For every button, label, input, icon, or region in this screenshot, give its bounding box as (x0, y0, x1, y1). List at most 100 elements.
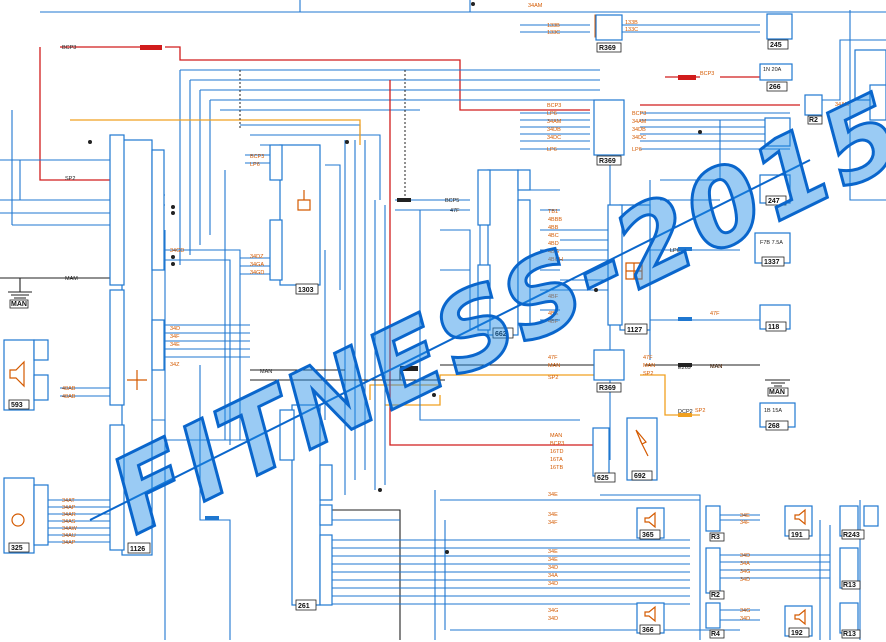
lamp-icon (635, 429, 649, 457)
svg-text:SP2: SP2 (643, 371, 653, 377)
ref-325: 325 (11, 545, 23, 552)
speaker-icon-191 (794, 508, 806, 526)
connector-325-a (33, 484, 49, 546)
relay-r13-b (839, 602, 859, 634)
svg-text:34AM: 34AM (547, 119, 562, 125)
connector-blue-2 (678, 317, 692, 321)
svg-text:34D: 34D (740, 577, 750, 583)
relay-r243-b (863, 505, 879, 527)
component-593 (3, 339, 35, 411)
speaker-icon-365 (644, 511, 656, 529)
svg-text:34AM: 34AM (835, 102, 850, 108)
heated-window-icon (625, 262, 643, 280)
relay-r369-b (593, 99, 625, 156)
svg-text:34AP: 34AP (62, 505, 76, 511)
window-motor-icon (297, 190, 311, 211)
ref-r13-a: R13 (843, 582, 856, 589)
svg-text:16TB: 16TB (550, 465, 563, 471)
ref-r369-a: R369 (599, 45, 616, 52)
signal-bcp5: BCP5 (445, 198, 459, 204)
ref-r3: R3 (711, 534, 720, 541)
svg-text:34F: 34F (170, 334, 180, 340)
star-icon (127, 370, 147, 390)
svg-text:34AP: 34AP (62, 540, 76, 546)
signal-bcp3: BCP3 (62, 45, 76, 51)
sensor-icon (11, 513, 25, 527)
components: 1126 1303 662 1127 261 R369 (3, 13, 886, 639)
svg-text:4BE: 4BE (548, 311, 559, 317)
ref-692: 692 (634, 473, 646, 480)
svg-text:34D: 34D (740, 553, 750, 559)
signal-sp2: SP2 (65, 176, 75, 182)
relay-r369-a (595, 14, 623, 41)
connector-red-2 (678, 75, 696, 80)
svg-text:34E: 34E (170, 342, 180, 348)
svg-text:34A: 34A (740, 561, 750, 567)
component-right-mid (764, 117, 791, 147)
svg-text:34AT: 34AT (62, 498, 75, 504)
connector-1303-a (269, 144, 283, 181)
svg-text:16TA: 16TA (550, 457, 563, 463)
svg-text:34DC: 34DC (632, 135, 646, 141)
svg-text:48AB: 48AB (62, 386, 76, 392)
signal-tags: BCP3 SP2 MAM BCP5 47F LP6 MAN CY E269 DC… (62, 45, 722, 415)
svg-text:MAN: MAN (550, 433, 562, 439)
speaker-icon (9, 360, 25, 388)
ref-593: 593 (11, 402, 23, 409)
connector-662-c (517, 169, 531, 191)
signal-man: MAN (260, 369, 272, 375)
signal-dcp2: DCP2 (678, 409, 693, 415)
svg-text:34G: 34G (548, 608, 558, 614)
ref-1303: 1303 (298, 287, 314, 294)
grounds: MAN MAN (8, 291, 789, 397)
connector-black-2 (400, 366, 418, 371)
signal-lp6: LP6 (670, 248, 680, 254)
svg-text:BCP3: BCP3 (550, 441, 564, 447)
svg-text:34D: 34D (548, 565, 558, 571)
ref-1126: 1126 (130, 546, 145, 553)
connector-1126-b (109, 289, 125, 406)
svg-text:4BD: 4BD (548, 241, 559, 247)
svg-text:4BB: 4BB (548, 225, 559, 231)
svg-text:4BF: 4BF (548, 294, 559, 300)
connector-1126-d (151, 149, 165, 271)
ground-left-label: MAN (11, 301, 27, 308)
svg-text:34GA: 34GA (250, 262, 264, 268)
relay-r2-top (804, 94, 823, 116)
svg-text:BCP3: BCP3 (547, 103, 561, 109)
svg-text:BCP3: BCP3 (250, 154, 264, 160)
connector-593-a (33, 339, 49, 361)
ref-r2-top: R2 (809, 117, 818, 124)
svg-text:47F: 47F (643, 355, 653, 361)
svg-text:MAN: MAN (710, 364, 722, 370)
ref-365: 365 (642, 532, 654, 539)
svg-text:34E: 34E (548, 492, 558, 498)
svg-text:34Z: 34Z (170, 362, 180, 368)
svg-text:LP6: LP6 (547, 147, 557, 153)
svg-text:34AU: 34AU (62, 533, 76, 539)
signal-e269: E269 (678, 365, 691, 371)
ground-icon-left (8, 291, 32, 299)
ref-192: 192 (791, 630, 803, 637)
svg-text:34G: 34G (740, 569, 750, 575)
svg-text:34AM: 34AM (528, 3, 543, 9)
ground-right-label: MAN (769, 389, 785, 396)
component-1126 (121, 139, 153, 556)
relay-r4 (705, 602, 721, 629)
svg-text:34E: 34E (548, 557, 558, 563)
ref-245: 245 (770, 42, 782, 49)
connector-1303-b (269, 219, 283, 281)
ref-625: 625 (597, 475, 609, 482)
svg-text:34AS: 34AS (62, 519, 76, 525)
svg-text:34A: 34A (548, 573, 558, 579)
ref-118: 118 (768, 324, 779, 331)
connector-261-d (319, 534, 333, 606)
connector-593-b (33, 374, 49, 401)
signal-man-bus: MAN (710, 364, 722, 370)
connector-1126-e (151, 319, 165, 371)
connector-black-1 (678, 363, 692, 367)
svg-text:133C: 133C (625, 27, 638, 33)
fuse-1337-label: F7B 7.5A (760, 240, 783, 246)
svg-text:BCP3: BCP3 (700, 71, 714, 77)
